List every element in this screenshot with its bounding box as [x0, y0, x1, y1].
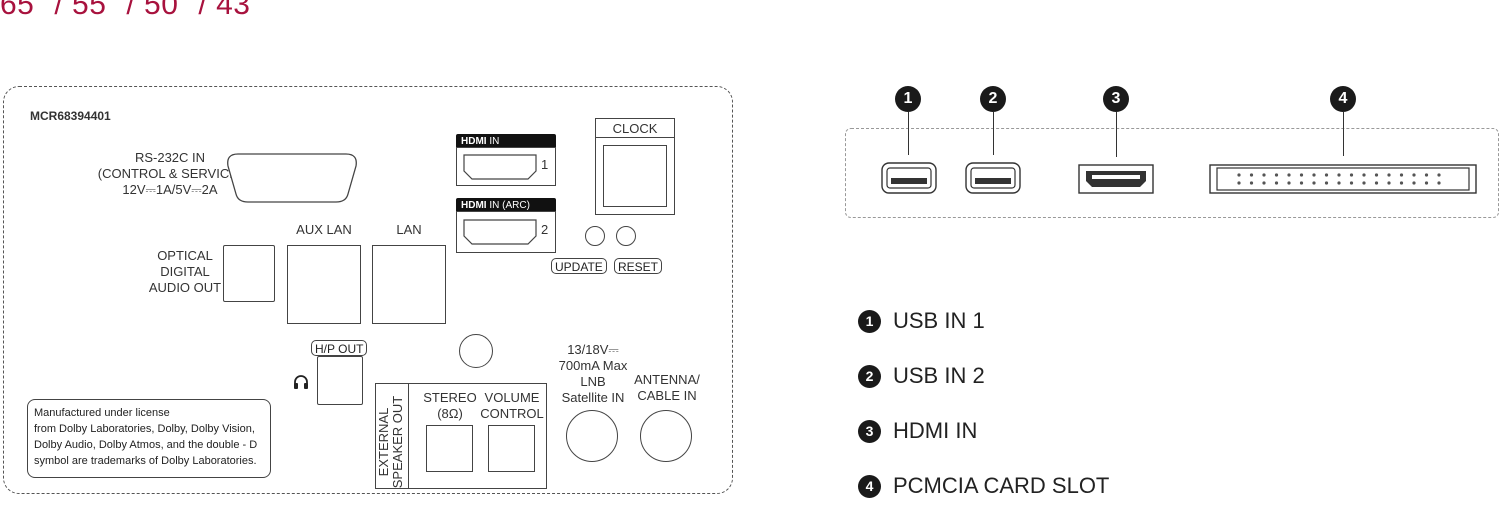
legend-label: PCMCIA CARD SLOT	[893, 473, 1110, 498]
external-speaker-label: EXTERNAL SPEAKER OUT	[376, 395, 405, 489]
callout-1: 1	[895, 86, 921, 112]
pcmcia-slot	[1209, 164, 1477, 194]
callout-4: 4	[1330, 86, 1356, 112]
clock-label: CLOCK	[612, 121, 658, 136]
hdmi1-header: HDMI IN	[456, 131, 556, 150]
headphone-icon	[294, 375, 308, 389]
pcmcia-pin	[1249, 181, 1254, 185]
pcmcia-pin	[1424, 181, 1429, 185]
pcmcia-pin	[1437, 173, 1441, 177]
volume-label: VOLUME CONTROL	[480, 390, 544, 421]
legend-label: HDMI IN	[893, 418, 978, 443]
pcmcia-pin	[1349, 173, 1354, 177]
hdmi2-header: HDMI IN (ARC)	[456, 195, 556, 214]
stereo-port	[426, 425, 473, 472]
hdmi1-port	[463, 154, 537, 180]
lan-label: LAN	[396, 222, 422, 237]
speaker-divider	[408, 383, 409, 489]
pcmcia-pin	[1274, 173, 1279, 177]
pcmcia-pin	[1312, 181, 1316, 185]
pcmcia-pin	[1249, 173, 1254, 177]
legend-label: USB IN 1	[893, 308, 985, 333]
pcmcia-pin	[1424, 173, 1429, 177]
clock-port	[603, 145, 667, 207]
optical-port	[223, 245, 275, 302]
leader-2	[993, 112, 994, 155]
pcmcia-pin	[1362, 173, 1366, 177]
legend-number: 1	[858, 309, 881, 333]
pcmcia-pin	[1274, 181, 1279, 185]
pcmcia-pin	[1299, 173, 1304, 177]
pcmcia-pin	[1387, 181, 1391, 185]
callout-3: 3	[1103, 86, 1129, 112]
legend-item-usb1: 1 USB IN 1	[858, 308, 985, 334]
pcmcia-pin	[1412, 181, 1416, 185]
pcmcia-pin	[1287, 173, 1291, 177]
callout-2: 2	[980, 86, 1006, 112]
hdmi2-number: 2	[541, 222, 549, 237]
leader-3	[1116, 112, 1117, 157]
reset-label: RESET	[614, 258, 663, 274]
pcmcia-pin	[1237, 181, 1241, 185]
volume-port	[488, 425, 535, 472]
pcmcia-pin	[1349, 181, 1354, 185]
rs232-port	[227, 153, 357, 203]
pcmcia-pin	[1262, 173, 1266, 177]
legend-label: USB IN 2	[893, 363, 985, 388]
pcmcia-pin	[1312, 173, 1316, 177]
aux-lan-port	[287, 245, 361, 324]
pcmcia-pin	[1262, 181, 1266, 185]
pcmcia-pin	[1399, 173, 1404, 177]
pcmcia-pin	[1237, 173, 1241, 177]
lnb-label: 13/18V⎓ 700mA Max LNB Satellite IN	[558, 342, 628, 405]
antenna-port	[640, 410, 692, 462]
pcmcia-pin	[1287, 181, 1291, 185]
pcmcia-pin	[1299, 181, 1304, 185]
usb1-port	[881, 162, 937, 194]
round-port	[459, 334, 493, 368]
leader-1	[908, 112, 909, 155]
satellite-port	[566, 410, 618, 462]
pcmcia-pin	[1337, 181, 1341, 185]
pcmcia-pin	[1399, 181, 1404, 185]
side-port-strip	[845, 128, 1499, 218]
pcmcia-pin	[1324, 173, 1329, 177]
hdmi1-number: 1	[541, 157, 549, 172]
pcmcia-pin	[1387, 173, 1391, 177]
legend-number: 4	[858, 474, 881, 498]
model-number: MCR68394401	[30, 109, 111, 123]
pcmcia-pin	[1362, 181, 1366, 185]
legend-item-pcmcia: 4 PCMCIA CARD SLOT	[858, 473, 1109, 499]
rs232-label: RS-232C IN (CONTROL & SERVICE) 12V⎓1A/5V…	[97, 150, 243, 197]
legend-number: 2	[858, 364, 881, 388]
antenna-label: ANTENNA/ CABLE IN	[634, 372, 700, 403]
pcmcia-pin	[1337, 173, 1341, 177]
usb2-port	[965, 162, 1021, 194]
aux-lan-label: AUX LAN	[296, 222, 352, 237]
pcmcia-pin	[1324, 181, 1329, 185]
pcmcia-pin	[1437, 181, 1441, 185]
optical-label: OPTICAL DIGITAL AUDIO OUT	[148, 248, 222, 295]
stereo-label: STEREO (8Ω)	[423, 390, 477, 421]
legend-number: 3	[858, 419, 881, 443]
reset-button	[616, 226, 636, 246]
dolby-notice: Manufactured under license from Dolby La…	[27, 399, 271, 478]
lan-port	[372, 245, 446, 324]
hp-out-label: H/P OUT	[311, 340, 368, 356]
legend-item-usb2: 2 USB IN 2	[858, 363, 985, 389]
clock-divider	[595, 137, 675, 138]
hdmi2-port	[463, 219, 537, 245]
pcmcia-pin	[1374, 181, 1379, 185]
page-title: 65" / 55" / 50" / 43"	[0, 0, 262, 21]
hdmi-side-port	[1078, 164, 1154, 194]
update-label: UPDATE	[551, 258, 607, 274]
pcmcia-pin	[1412, 173, 1416, 177]
legend-item-hdmi: 3 HDMI IN	[858, 418, 977, 444]
leader-4	[1343, 112, 1344, 156]
pcmcia-pin	[1374, 173, 1379, 177]
update-button	[585, 226, 605, 246]
hp-out-port	[317, 356, 363, 405]
rear-panel-outline	[3, 86, 733, 494]
